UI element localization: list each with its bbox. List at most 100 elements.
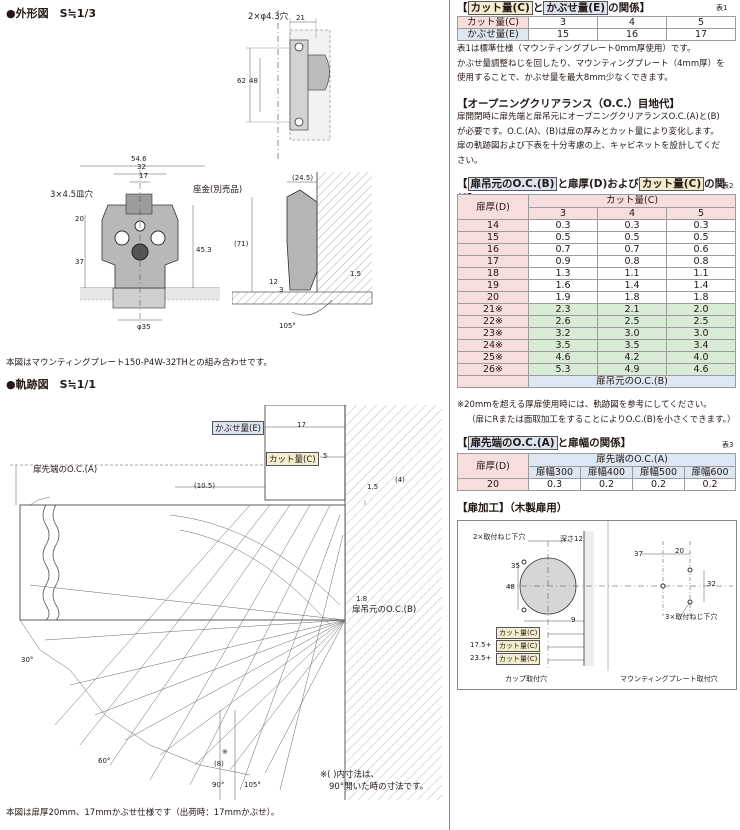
clearance-text: 扉開閉時に扉先端と扉吊元にオープニングクリアランスO.C.(A)と(B) が必要… [457,110,720,168]
outline-title: ●外形図 S≒1/3 [6,7,97,20]
clearance-line: 扉開閉時に扉先端と扉吊元にオープニングクリアランスO.C.(A)と(B) [457,112,720,122]
table-row: 扉幅300 扉幅400 扉幅500 扉幅600 [458,465,736,479]
table2-notes: ※20mmを超える厚扉使用時には、軌跡図を参考にしてください。 （扉にRまたは面… [457,398,736,427]
traj-1-8: 1.8 [356,595,368,603]
table-cell: 0.2 [632,478,685,491]
traj-17: 17 [297,421,306,429]
proc-32: 32 [707,580,716,588]
paren-note-2: 90°開いた時の寸法です。 [329,782,429,792]
table2-note: ※20mmを超える厚扉使用時には、軌跡図を参考にしてください。 [457,400,712,410]
table-cell: 0.3 [665,219,737,232]
hinge-side-view [232,172,373,316]
table2-title-cut: カット量(C) [638,177,705,191]
angle-60: 60° [98,757,111,765]
table-cell: 0.2 [684,478,736,491]
traj-1-5: 1.5 [367,483,379,491]
table3: 扉厚(D) 扉先端のO.C.(A) 扉幅300 扉幅400 扉幅500 扉幅60… [457,453,736,491]
table-cell: 0.5 [597,231,667,244]
table3-head-door: 扉厚(D) [457,453,529,479]
dim-48: 48 [249,77,258,85]
table3-col: 扉幅300 [528,465,581,479]
traj-10-5: (10.5) [194,482,216,490]
dim-phi35: φ35 [137,323,151,331]
table1-note: 使用することで、かぶせ量を最大8mm少なくできます。 [457,73,673,83]
clearance-title: 【オープニングクリアランス（O.C.）目地代】 [457,98,680,110]
table-cell: 2.5 [665,315,737,328]
table2-row-door: 19 [457,279,529,292]
table3-col: 扉幅400 [580,465,633,479]
dim-54-6: 54.6 [131,155,147,163]
traj-8: (8) [214,760,224,768]
table-cell: 4 [597,16,667,29]
label-overlay: かぶせ量(E) [212,421,265,435]
table-cell: 15 [528,28,598,41]
table2-head-cut: カット量(C) [527,194,737,208]
table-cell: 0.6 [665,243,737,256]
table-cell: 4.9 [597,363,667,376]
table-cell: 1.9 [528,291,598,304]
table-cell: 3.5 [528,339,598,352]
label-cut: カット量(C) [266,452,319,466]
trajectory-caption: 本図は扉厚20mm、17mmかぶせ仕様です（出荷時：17mmかぶせ）。 [6,808,280,818]
dim-3: 3 [279,286,284,294]
table-cell: 3.5 [597,339,667,352]
table-cell: 2.1 [597,303,667,316]
table1-note: 表1は標準仕様（マウンティングプレート0mm厚使用）です。 [457,44,696,54]
table-cell: 1.8 [665,291,737,304]
table2-row-door: 14 [457,219,529,232]
table-row: 20 0.3 0.2 0.2 0.2 [457,478,736,491]
table3-col: 扉幅600 [684,465,736,479]
table2-head-door: 扉厚(D) [457,194,529,220]
table-row: カット量(C) 3 4 5 [457,16,736,29]
table-cell: 0.5 [528,231,598,244]
table2-row-door: 23※ [457,327,529,340]
table1-row2-head: かぶせ量(E) [457,28,529,41]
angle-90: 90° [212,781,225,789]
proc-depth: 深さ12 [560,535,583,543]
table-cell: 0.3 [597,219,667,232]
table-cell: 17 [666,28,736,41]
paren-note-1: ※( )内寸法は、 [320,770,379,780]
proc-holes3: 3×取付ねじ下穴 [665,613,718,621]
clearance-line: 扉の軌跡図および下表を十分考慮の上、キャビネットを設計してくだ [457,141,720,151]
table1-title: 【カット量(C)とかぶせ量(E)の関係】 [457,1,651,15]
table1-notes: 表1は標準仕様（マウンティングプレート0mm厚使用）です。 かぶせ量調整ねじを回… [457,42,725,86]
table-cell: 3.4 [665,339,737,352]
table-cell: 0.3 [528,478,581,491]
traj-4: (4) [395,476,405,484]
table2-foot: 扉吊元のO.C.(B) [527,375,737,388]
table2-title-mid: と扉厚(D)および [557,178,639,190]
table1-note: かぶせ量調整ねじを回したり、マウンティングプレート（4mm厚）を [457,58,725,69]
table-cell: 4.0 [665,351,737,364]
dim-32: 32 [137,163,146,171]
trajectory-title: ●軌跡図 S≒1/1 [6,378,97,391]
clearance-line: さい。 [457,155,483,166]
table-cell: 2.6 [528,315,598,328]
table-cell: 2.3 [528,303,598,316]
table-cell: 3.2 [528,327,598,340]
dim-21: 21 [296,14,305,22]
table2-row-door: 18 [457,267,529,280]
dim-24-5: (24.5) [292,174,314,182]
hinge-top-view [246,10,331,160]
dim-1-5: 1.5 [350,270,362,278]
proc-cap-cup: カップ取付穴 [505,675,547,683]
table-cell: 3.0 [665,327,737,340]
table3-title-tail: と扉幅の関係 [557,437,621,449]
table-cell: 0.5 [665,231,737,244]
table-cell: 0.7 [597,243,667,256]
table-cell: 5 [666,16,736,29]
table2-label: 表2 [722,182,734,190]
table-row: 扉厚(D) 扉先端のO.C.(A) [457,453,736,479]
outline-caption: 本図はマウンティングプレート150-P4W-32THとの組み合わせです。 [6,358,272,368]
table-row: かぶせ量(E) 15 16 17 [457,28,736,41]
proc-cut-1: カット量(C) [496,627,541,639]
